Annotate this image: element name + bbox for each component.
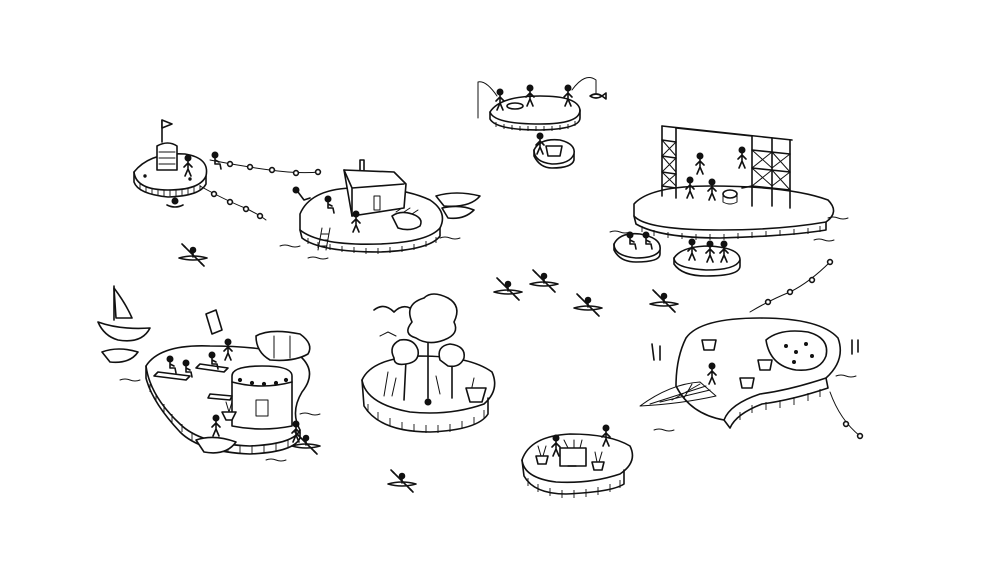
stage-island	[609, 125, 849, 242]
buoy-line	[199, 159, 322, 221]
bucket-icon	[651, 339, 859, 389]
kiosk-icon	[231, 365, 293, 430]
stick-figure-icon	[292, 186, 311, 201]
ladder-icon	[317, 227, 331, 251]
bird-icon	[373, 305, 411, 337]
tree-icon	[383, 293, 475, 401]
sailboat-icon	[97, 285, 151, 342]
pool-island	[639, 317, 864, 440]
flag-island	[133, 119, 222, 208]
rowboat-icon	[101, 309, 237, 454]
fishing-rod-icon	[477, 77, 597, 119]
stick-figure-icon	[166, 197, 184, 208]
tower-icon	[156, 142, 178, 171]
kayak-icon	[493, 277, 523, 301]
market-stall-icon	[559, 439, 587, 467]
market-island	[521, 424, 634, 498]
cabin-icon	[343, 159, 407, 217]
kayak-icon	[178, 243, 208, 267]
kayak-icon	[529, 269, 559, 293]
cabin-island	[279, 159, 481, 260]
plant-pot-icon	[221, 401, 237, 421]
kayak-icon	[387, 469, 417, 493]
drum-kit-icon	[722, 185, 753, 205]
audience-islands	[613, 231, 741, 277]
fishing-island	[477, 77, 607, 131]
fishing-net-icon	[639, 381, 717, 407]
picnic-table-icon	[153, 363, 233, 401]
plant-pot-icon	[535, 445, 605, 471]
flag-icon	[161, 119, 173, 143]
pool-icon	[765, 330, 828, 372]
buoy-line	[749, 258, 834, 313]
small-basket-island	[533, 132, 576, 169]
kayak-icon	[573, 293, 603, 317]
forest-island	[361, 293, 496, 433]
fish-icon	[589, 92, 607, 100]
kayak-icon	[649, 289, 679, 313]
basket-icon	[545, 145, 563, 157]
cafe-island	[97, 285, 321, 462]
scaffold-stage-icon	[661, 125, 793, 209]
basket-icon	[465, 387, 487, 403]
rowboat-icon	[435, 192, 481, 220]
